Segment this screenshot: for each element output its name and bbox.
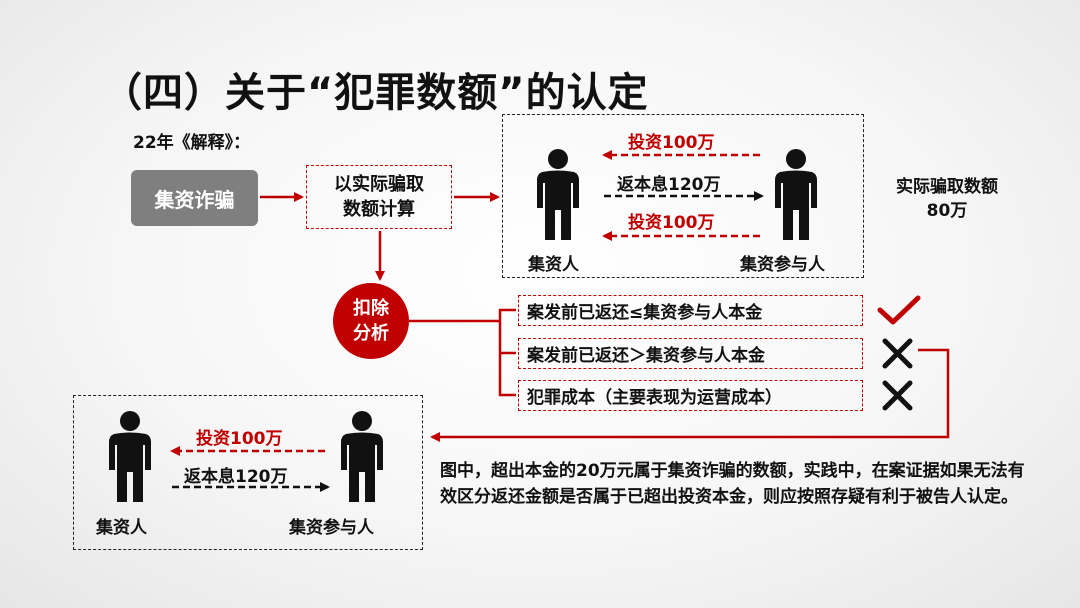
top-left-person-label: 集资人 (528, 255, 579, 275)
cross-icon (882, 380, 913, 411)
calc-line-2: 数额计算 (343, 199, 415, 220)
actual-amount-line-2: 80万 (926, 201, 968, 221)
bottom-return-label: 返本息120万 (184, 467, 288, 487)
check-icon (877, 295, 921, 325)
bottom-left-person-label: 集资人 (96, 518, 147, 538)
bottom-invest-label: 投资100万 (196, 429, 283, 449)
person-icon (775, 149, 817, 240)
deduct-line-2: 分析 (353, 323, 389, 344)
top-right-person-label: 集资参与人 (740, 255, 825, 275)
calc-line-1: 以实际骗取 (334, 174, 424, 195)
arrow-options-to-bottombox (430, 348, 950, 442)
bottom-flow-box (73, 395, 423, 550)
option-returned-le-principal: 案发前已返还≤集资参与人本金 (518, 295, 863, 326)
cross-icon (882, 338, 913, 369)
option-returned-gt-principal: 案发前已返还＞集资参与人本金 (518, 338, 863, 369)
top-flow-box (502, 114, 864, 278)
actual-amount-label: 实际骗取数额 80万 (872, 175, 1022, 223)
page-title: （四）关于“犯罪数额”的认定 (102, 70, 649, 116)
interpretation-label: 22年《解释》： (133, 133, 251, 153)
bottom-right-person-label: 集资参与人 (289, 518, 374, 538)
actual-amount-line-1: 实际骗取数额 (896, 177, 998, 197)
person-icon (109, 411, 151, 502)
top-invest-label-1: 投资100万 (628, 133, 715, 153)
person-icon (341, 411, 383, 502)
person-icon (537, 149, 579, 240)
option-crime-cost: 犯罪成本（主要表现为运营成本） (518, 380, 863, 411)
calculation-box: 以实际骗取 数额计算 (306, 165, 452, 229)
top-invest-label-2: 投资100万 (628, 213, 715, 233)
top-return-label: 返本息120万 (617, 175, 721, 195)
deduct-line-1: 扣除 (353, 298, 389, 319)
deduct-analysis-circle: 扣除 分析 (333, 283, 409, 359)
explanation-note: 图中，超出本金的20万元属于集资诈骗的数额，实践中，在案证据如果无法有效区分返还… (440, 461, 1025, 507)
fraud-box: 集资诈骗 (131, 170, 258, 226)
